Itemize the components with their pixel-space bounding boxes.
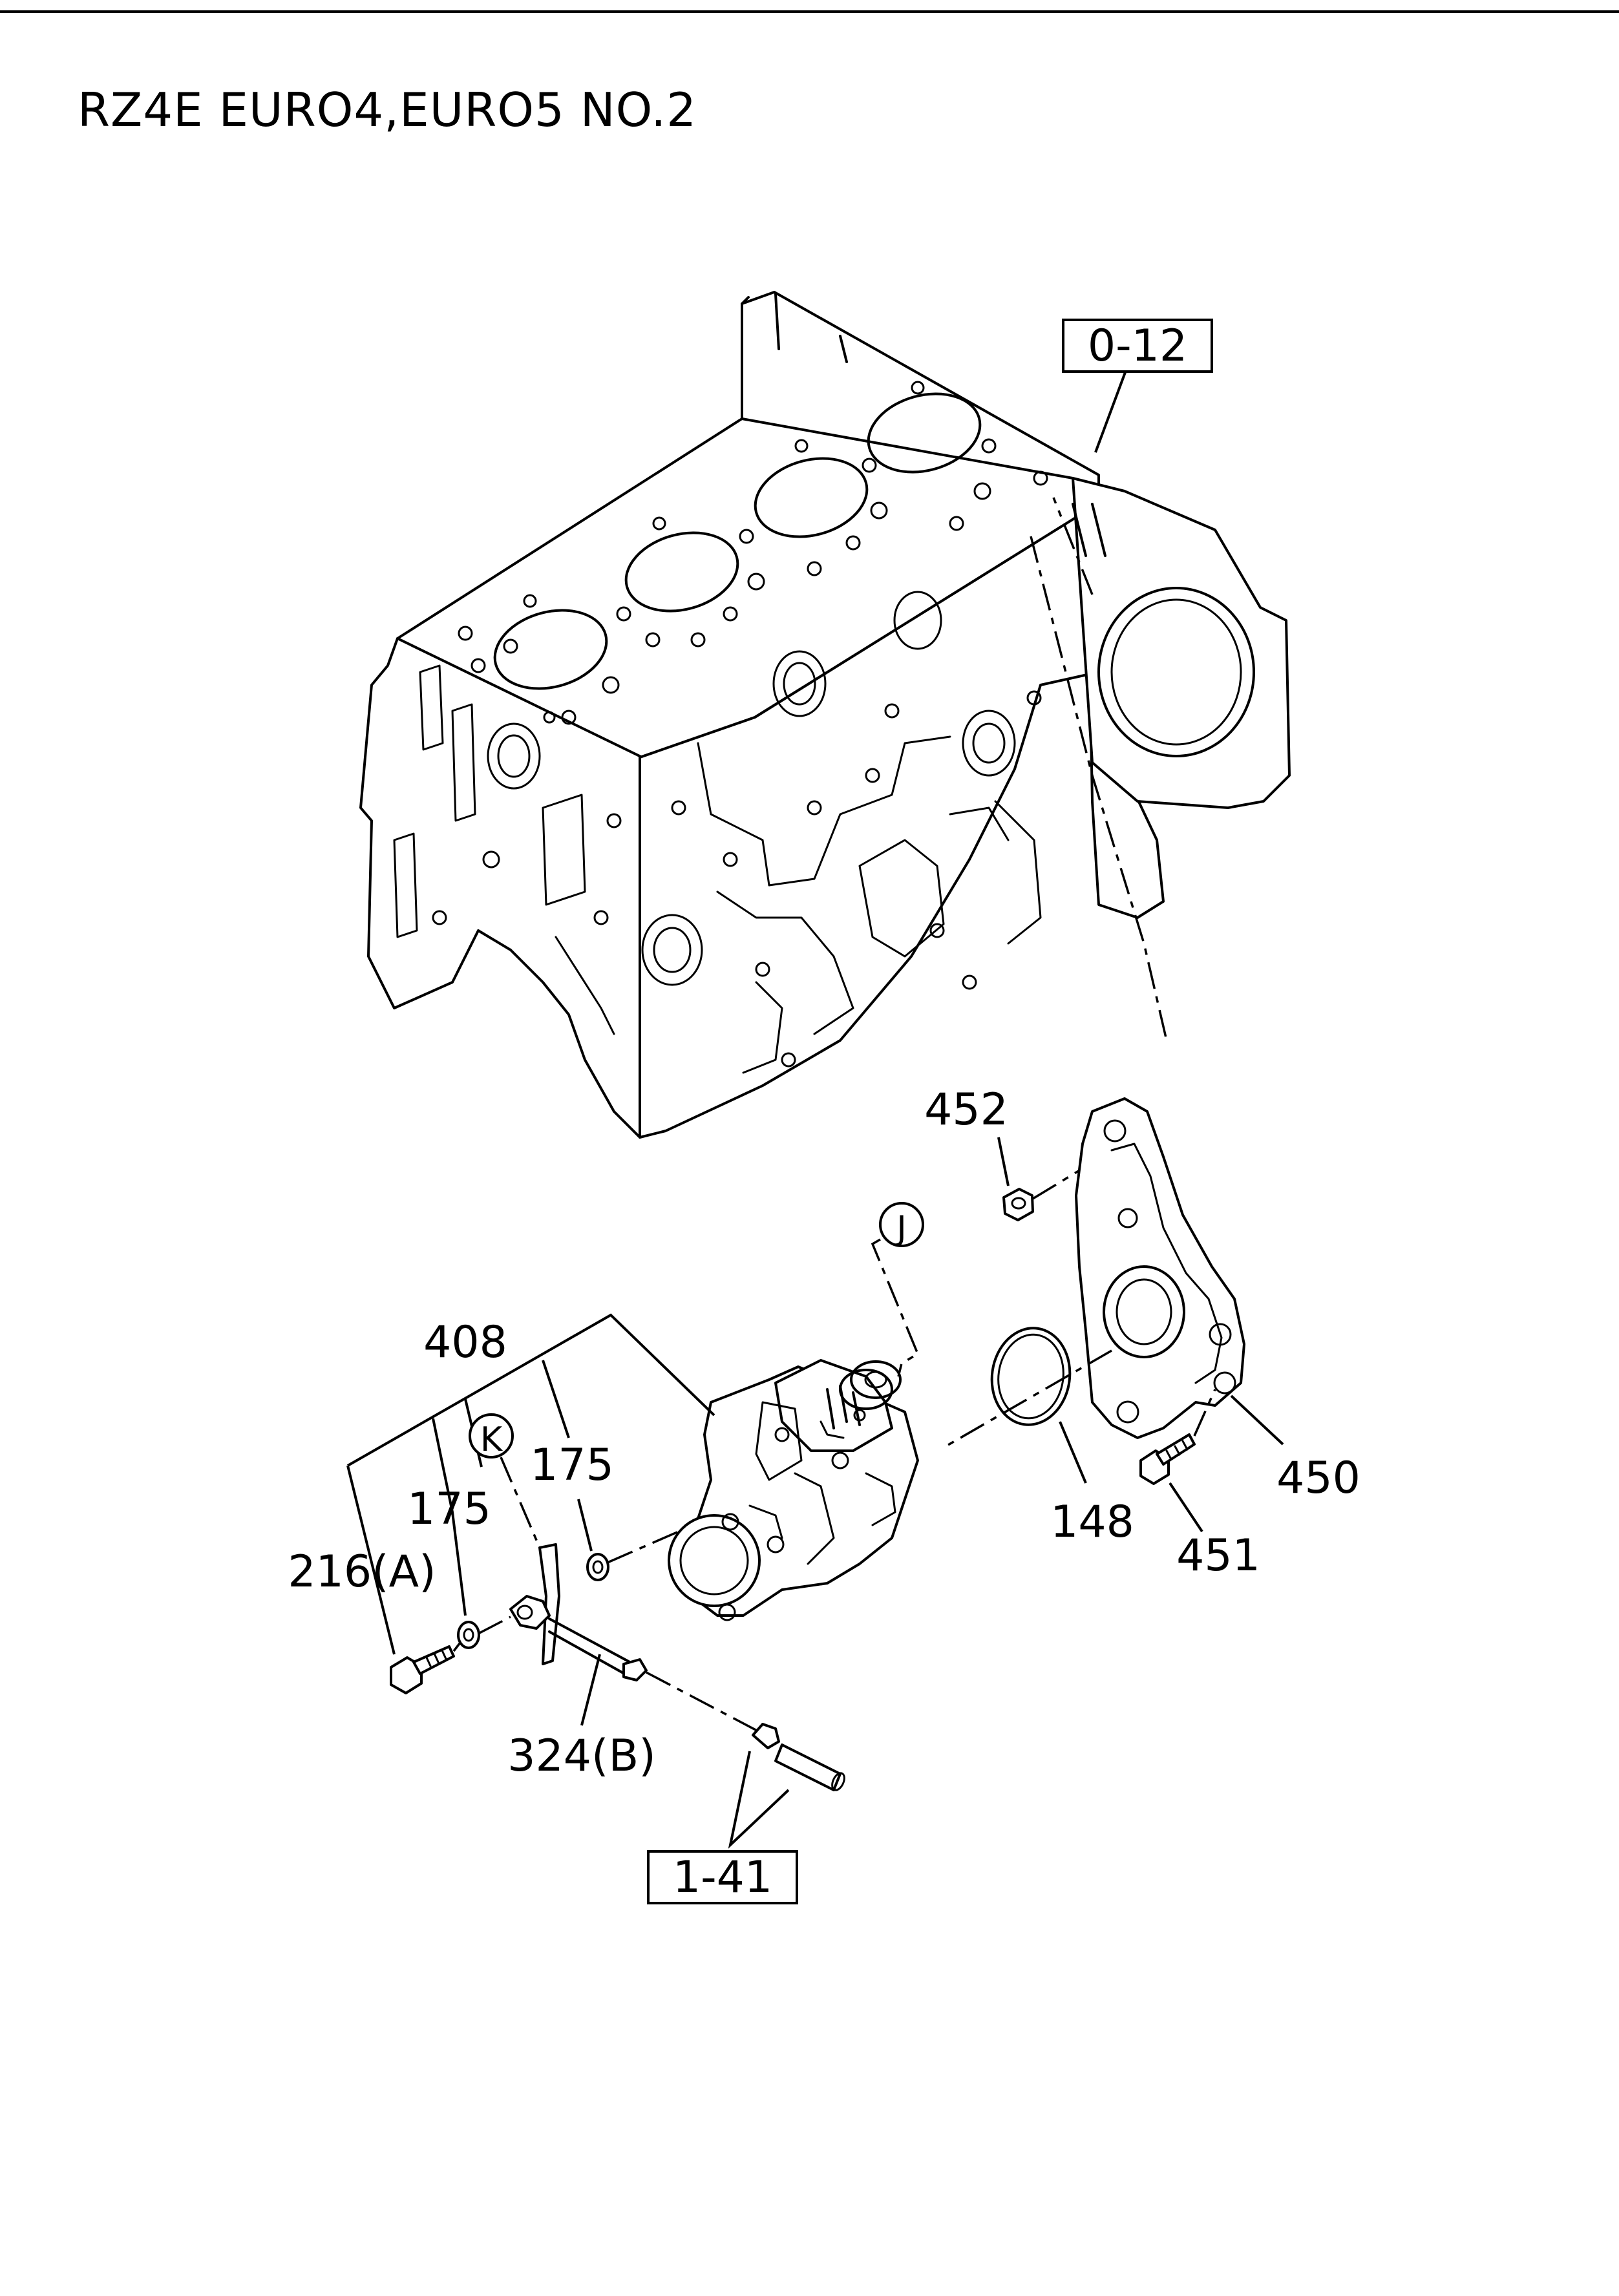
- leader-408-tree: [346, 1313, 715, 1655]
- part-324b-leak-off-pipe: [509, 1543, 648, 1681]
- part-408-supply-pump: [668, 1359, 919, 1621]
- assembly-centerline-pin: [1052, 497, 1094, 595]
- centerline-banjo-lower: [478, 1616, 511, 1635]
- reference-label-1-41: 1-41: [673, 1852, 772, 1903]
- reference-box-0-12: 0-12: [1062, 319, 1213, 373]
- callout-324b: 324(B): [507, 1731, 656, 1782]
- part-451-bolt: [1139, 1433, 1196, 1485]
- centerline-pump-flange: [943, 1349, 1112, 1449]
- marker-k-label: K: [480, 1420, 503, 1459]
- centerline-451: [1193, 1389, 1216, 1437]
- marker-k: K: [469, 1413, 514, 1459]
- callout-216a: 216(A): [288, 1546, 436, 1597]
- callout-451: 451: [1176, 1530, 1260, 1581]
- cylinder-block: [359, 291, 1291, 1139]
- callout-450: 450: [1276, 1453, 1360, 1504]
- centerline-banjo-upper: [607, 1530, 679, 1564]
- leader-324b: [580, 1654, 601, 1726]
- callout-175-lower: 175: [407, 1484, 491, 1535]
- marker-j: J: [879, 1202, 924, 1248]
- callout-175-upper: 175: [530, 1440, 614, 1491]
- part-148-o-ring: [990, 1327, 1072, 1426]
- part-175-washer-lower: [457, 1621, 480, 1649]
- leader-175-upper: [577, 1499, 593, 1552]
- assembly-centerline-block: [1030, 536, 1168, 1041]
- centerline-pipe: [646, 1671, 760, 1733]
- leader-1-41: [728, 1751, 790, 1849]
- marker-j-label: J: [894, 1209, 906, 1248]
- reference-box-1-41: 1-41: [647, 1850, 798, 1904]
- leader-148: [1059, 1421, 1087, 1484]
- leader-j: [871, 1238, 920, 1377]
- callout-148: 148: [1050, 1497, 1134, 1548]
- part-216a-eye-bolt: [390, 1645, 455, 1694]
- centerline-216a: [452, 1641, 461, 1652]
- callout-452: 452: [924, 1084, 1008, 1135]
- callout-408: 408: [423, 1317, 507, 1368]
- part-450-pump-bracket: [1075, 1097, 1245, 1439]
- reference-label-0-12: 0-12: [1088, 321, 1187, 372]
- part-452-nut: [1002, 1188, 1034, 1221]
- leader-452: [997, 1137, 1010, 1186]
- part-175-washer-upper: [586, 1553, 609, 1581]
- leader-451: [1169, 1482, 1203, 1533]
- leader-k: [500, 1457, 541, 1548]
- diagram-title: RZ4E EURO4,EURO5 NO.2: [78, 83, 697, 137]
- leader-450: [1230, 1395, 1284, 1446]
- part-1-41-hose: [752, 1723, 845, 1791]
